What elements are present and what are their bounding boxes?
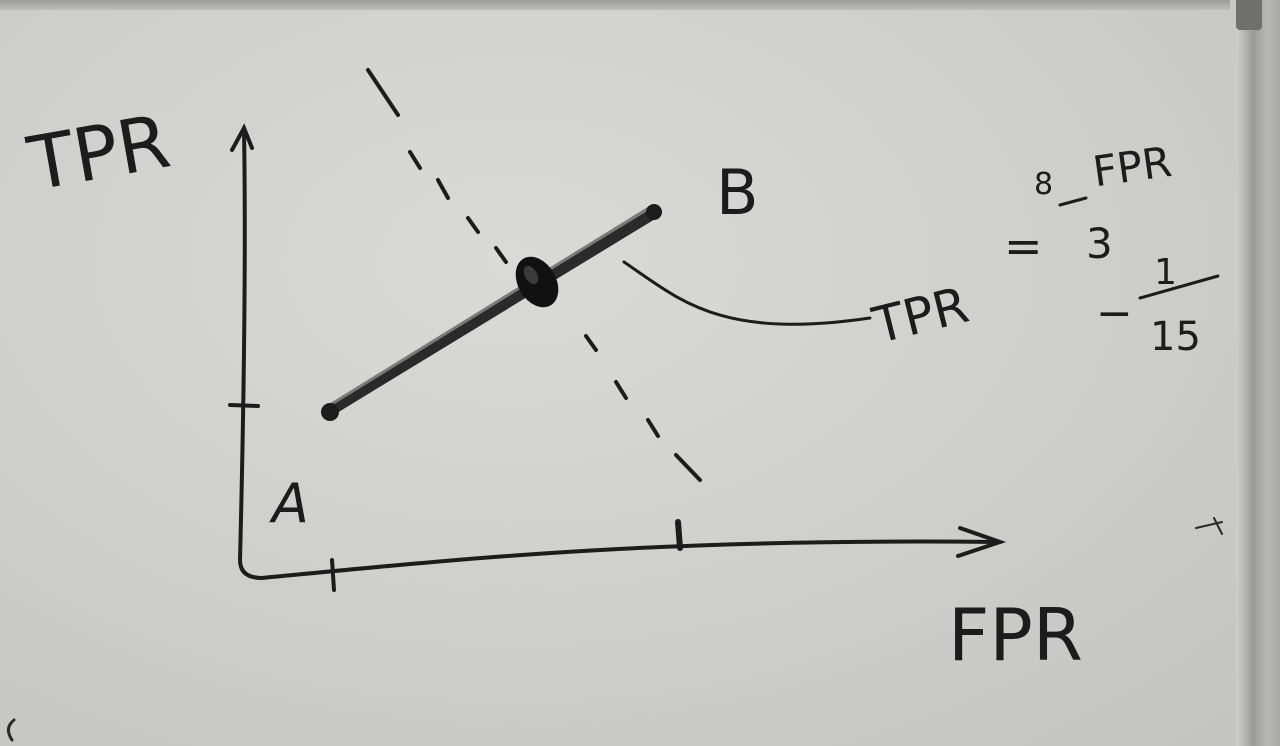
- point-a-dot: [321, 403, 339, 421]
- whiteboard-frame-corner: [1236, 0, 1262, 30]
- stray-mark-corner: [7, 718, 16, 742]
- y-axis-label: TPR: [21, 99, 176, 208]
- equation-const-denominator: 15: [1150, 314, 1201, 360]
- equation-coef-denominator: 3: [1086, 219, 1113, 268]
- x-axis-label: FPR: [948, 593, 1083, 677]
- equation-coef-variable: FPR: [1090, 137, 1175, 196]
- point-b-dot: [646, 204, 662, 220]
- equation-const-fraction-bar: [1138, 274, 1220, 300]
- equation-lhs: TPR: [866, 276, 974, 356]
- y-axis-tick: [228, 403, 260, 408]
- point-a-label: A: [269, 472, 309, 535]
- x-axis: [260, 519, 1007, 592]
- x-axis-tick-right: [675, 519, 683, 551]
- equation-coef-fraction-bar: [1058, 196, 1088, 207]
- equation-minus: −: [1096, 288, 1133, 339]
- y-axis: [228, 123, 264, 580]
- x-axis-tick-left: [330, 558, 336, 592]
- dashed-diagonal-line: [366, 68, 702, 482]
- equation-const-numerator: 1: [1154, 252, 1177, 293]
- whiteboard-frame-right: [1236, 0, 1280, 746]
- pointer-curve: [622, 260, 872, 326]
- segment-a-b: [322, 204, 662, 418]
- equation-coef-numerator: 8: [1034, 167, 1053, 202]
- equation-equals: =: [1004, 219, 1043, 273]
- stray-mark: [1195, 517, 1223, 535]
- point-b-label: B: [716, 156, 759, 229]
- line-equation: TPR = 8 3 FPR − 1 15: [866, 137, 1220, 360]
- whiteboard-frame-top: [0, 0, 1230, 10]
